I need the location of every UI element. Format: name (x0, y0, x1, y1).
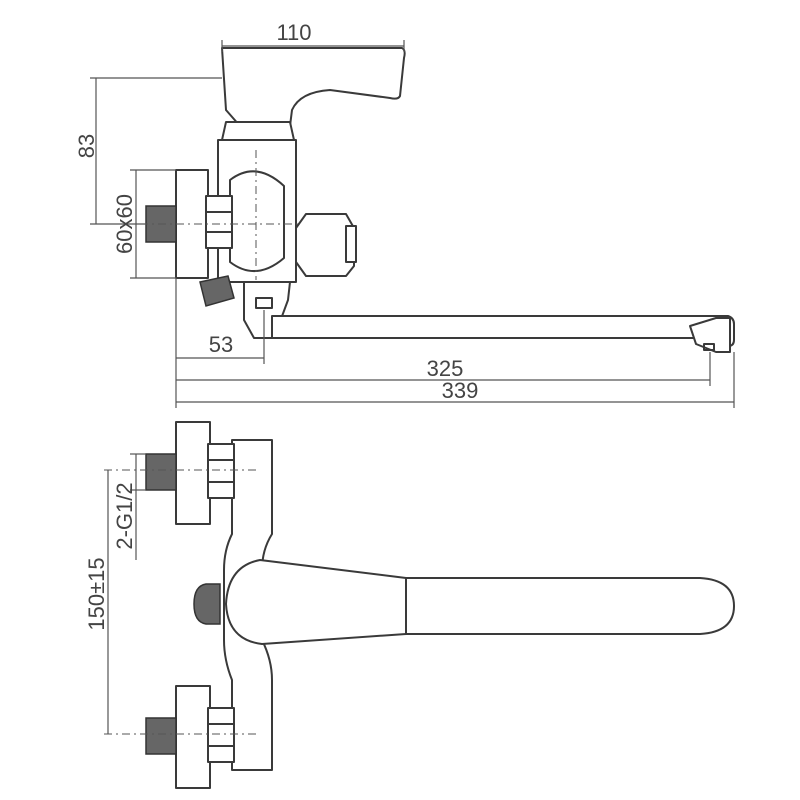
spout-collar-mark (255, 297, 273, 309)
hex-nut-mid (205, 211, 233, 233)
side-view (140, 47, 735, 353)
top-hex-nut-2 (207, 459, 235, 483)
aerator-mark (703, 343, 715, 351)
handle-cone (221, 121, 295, 141)
bottom-inlet-flange (175, 685, 211, 789)
dim-inlet-spacing: 150±15 (84, 557, 109, 630)
top-hex-nut-3 (207, 481, 235, 499)
hex-nut-bottom (205, 231, 233, 249)
bottom-hex-nut-1 (207, 707, 235, 725)
dim-inlet-nut: 60x60 (112, 194, 137, 254)
bottom-hex-nut-2 (207, 723, 235, 747)
top-inlet-thread (145, 453, 177, 491)
dim-connection-thread: 2-G1/2 (112, 482, 137, 549)
diverter-knob (295, 213, 355, 277)
handle-lever (221, 47, 406, 127)
spout-aerator (689, 317, 731, 353)
bottom-hex-nut-3 (207, 745, 235, 763)
dimension-83: 83 (74, 77, 222, 225)
hex-nut-top (205, 195, 233, 213)
dim-spout-reach: 325 (427, 356, 464, 381)
dimension-110: 110 (221, 20, 405, 52)
diverter-cap (345, 225, 357, 263)
dimension-2-g1-2: 2-G1/2 (112, 453, 146, 560)
bottom-inlet-thread (145, 717, 177, 755)
shower-outlet-thread (199, 275, 235, 307)
dimension-60x60: 60x60 (112, 169, 176, 279)
dimension-325: 325 (176, 352, 711, 386)
dimension-150-15: 150±15 (84, 470, 109, 734)
dim-total-length: 339 (442, 378, 479, 403)
top-hex-nut-1 (207, 443, 235, 461)
spout-tube (271, 315, 735, 347)
dimension-53: 53 (176, 310, 265, 364)
valve-chamber (229, 170, 285, 273)
front-view (104, 421, 735, 789)
dimension-339: 339 (175, 278, 735, 408)
dim-handle-length: 110 (276, 20, 311, 45)
dim-spout-offset: 53 (209, 332, 233, 357)
front-diverter-knob (193, 583, 221, 625)
front-spout-handle (225, 559, 735, 645)
dim-handle-height: 83 (74, 134, 99, 158)
top-inlet-flange (175, 421, 211, 525)
